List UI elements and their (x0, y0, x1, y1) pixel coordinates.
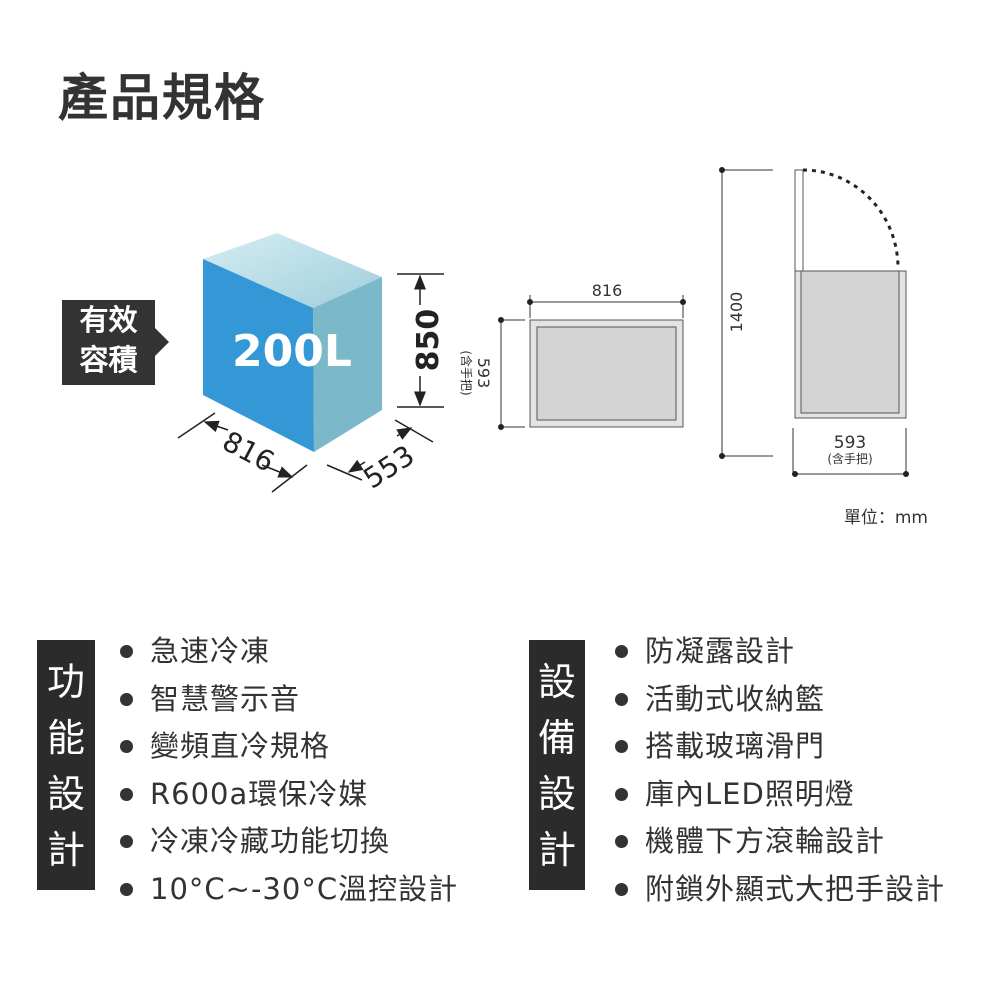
list-item: 機體下方滾輪設計 (615, 824, 945, 874)
label-char: 能 (46, 716, 85, 760)
label-char: 設 (537, 772, 576, 816)
side-depth-label: 593 (834, 433, 866, 453)
open-height-label: 1400 (727, 292, 746, 333)
item-text: 智慧警示音 (150, 681, 301, 716)
list-item: 附鎖外顯式大把手設計 (615, 871, 946, 922)
side-view: 1400 593 (含手把) 單位：mm (719, 167, 928, 528)
equipment-design-label: 設備設計 (529, 640, 585, 890)
cube-front (203, 259, 314, 452)
item-text: R600a環保冷媒 (150, 776, 369, 811)
list-item: 10°C~-30°C溫控設計 (120, 871, 459, 922)
label-char: 備 (537, 716, 576, 760)
capacity-label-2: 容積 (79, 343, 138, 377)
item-text: 冷凍冷藏功能切換 (150, 824, 391, 858)
list-item: R600a環保冷媒 (120, 776, 458, 827)
bullet-icon (120, 740, 133, 753)
list-item: 防凝露設計 (615, 634, 945, 684)
unit-label: 單位：mm (844, 508, 928, 528)
width-label: 816 (217, 424, 280, 478)
item-text: 急速冷凍 (150, 634, 271, 668)
top-depth-label: 593 (474, 358, 493, 389)
label-char: 計 (537, 828, 576, 872)
list-item: 變頻直冷規格 (120, 729, 458, 779)
bullet-icon (120, 882, 133, 896)
bullet-icon (615, 692, 628, 706)
item-text: 變頻直冷規格 (150, 729, 331, 763)
top-width-label: 816 (592, 281, 623, 300)
list-item: 急速冷凍 (120, 634, 458, 684)
capacity-cube: 200L (203, 233, 382, 452)
list-item: 庫內LED照明燈 (615, 776, 945, 827)
item-text: 防凝露設計 (645, 634, 796, 668)
label-char: 設 (537, 660, 576, 704)
capacity-label-1: 有效 (79, 303, 138, 337)
bullet-icon (120, 835, 133, 848)
cube-top (203, 233, 382, 308)
side-handle-note: (含手把) (827, 451, 872, 466)
list-item: 搭載玻璃滑門 (615, 729, 945, 779)
item-text: 庫內LED照明燈 (645, 776, 855, 811)
list-item: 冷凍冷藏功能切換 (120, 824, 458, 874)
item-text: 活動式收納籃 (645, 681, 826, 716)
page-title: 產品規格 (58, 69, 266, 127)
bullet-icon (615, 645, 628, 658)
bullet-icon (615, 835, 628, 848)
cube-dimension-lines (177, 273, 444, 493)
dimension-diagrams: 200L 850 816 553 593 (含手把) 816 1400 593 … (177, 167, 928, 528)
top-view: 593 (含手把) 816 (459, 281, 686, 430)
equipment-feature-list: 防凝露設計 活動式收納籃 搭載玻璃滑門 庫內LED照明燈 機體下方滾輪設計 附鎖… (615, 634, 946, 922)
bullet-icon (120, 645, 133, 658)
item-text: 附鎖外顯式大把手設計 (645, 871, 946, 906)
bullet-icon (615, 740, 628, 753)
item-text: 搭載玻璃滑門 (645, 729, 826, 763)
list-item: 智慧警示音 (120, 681, 458, 732)
item-text: 10°C~-30°C溫控設計 (150, 871, 459, 906)
depth-label: 553 (357, 439, 420, 496)
capacity-value: 200L (232, 326, 352, 377)
function-design-label: 功能設計 (37, 640, 95, 890)
bullet-icon (120, 692, 133, 706)
list-item: 活動式收納籃 (615, 681, 945, 732)
label-char: 計 (46, 828, 85, 872)
label-char: 設 (46, 772, 85, 816)
cube-side (313, 277, 382, 452)
height-label: 850 (411, 309, 446, 372)
function-feature-list: 急速冷凍 智慧警示音 變頻直冷規格 R600a環保冷媒 冷凍冷藏功能切換 10°… (120, 634, 459, 922)
bullet-icon (120, 787, 133, 801)
capacity-tag: 有效容積 (62, 300, 169, 385)
top-handle-note: (含手把) (459, 350, 474, 395)
bullet-icon (615, 882, 628, 896)
item-text: 機體下方滾輪設計 (645, 824, 886, 858)
label-char: 功 (46, 660, 85, 704)
bullet-icon (615, 787, 628, 801)
